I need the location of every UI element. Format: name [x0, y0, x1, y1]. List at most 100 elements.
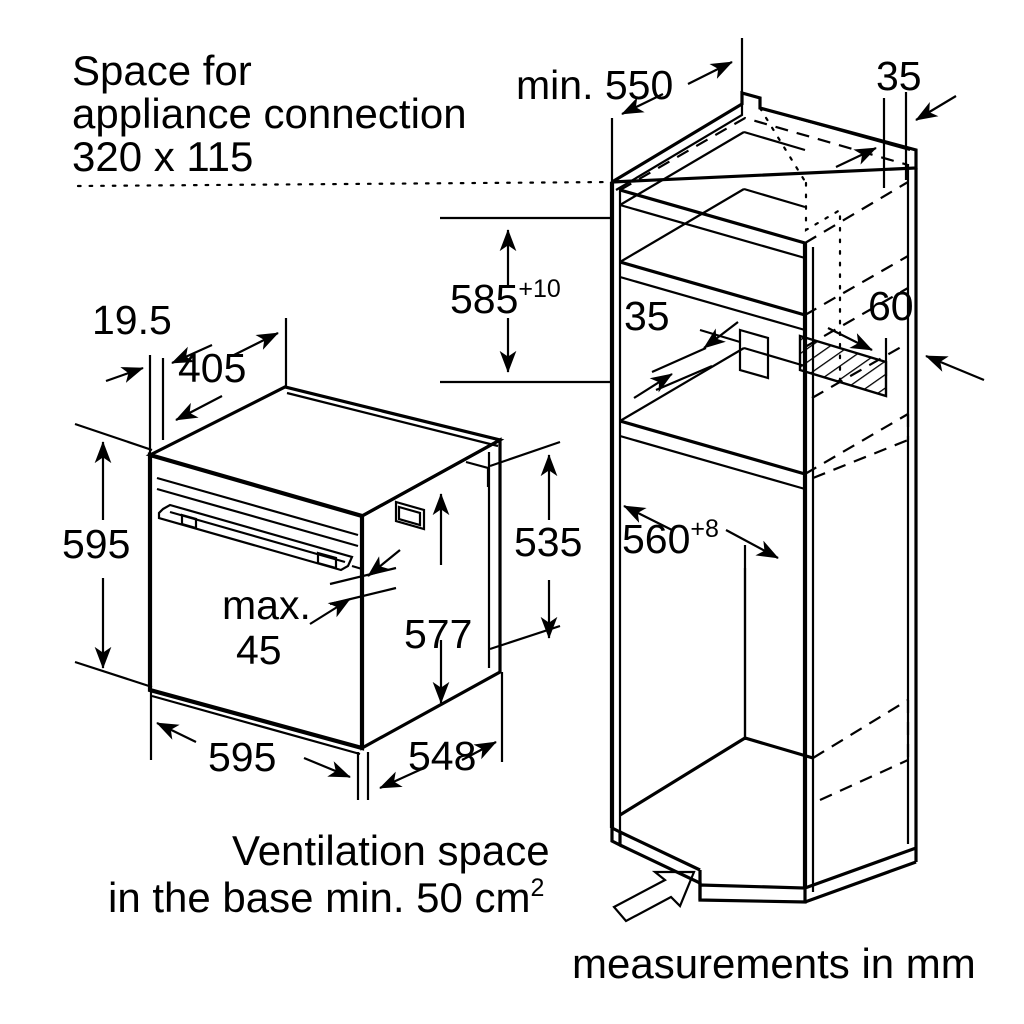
arrow-405-right [231, 332, 279, 357]
arrow-548-left [379, 766, 425, 790]
arrow-560-right [725, 529, 779, 559]
plinth-top-edge [619, 830, 701, 872]
shelf-second-left-back [619, 188, 745, 263]
shelf-top-front [619, 188, 806, 245]
oven-side-latch [394, 500, 426, 531]
label-560: 560+8 [622, 515, 719, 562]
label-577: 577 [404, 611, 472, 657]
ventilation-line-2: in the base min. 50 cm2 [108, 874, 544, 921]
service-cable-dotted-top [758, 106, 808, 185]
lower-floor-front [619, 736, 814, 817]
label-405: 405 [178, 345, 246, 391]
ext-595h-top [74, 422, 153, 452]
dim-405: 405 [175, 318, 288, 421]
label-585: 585+10 [450, 275, 561, 322]
dim-560: 560+8 [622, 505, 779, 740]
shelf-second-back-edge [743, 187, 806, 209]
oven-control-panel-line-2 [156, 487, 359, 548]
oven-door-handle-inner [169, 510, 346, 564]
plinth-front-face [698, 883, 807, 904]
arrow-max45-b [309, 598, 351, 625]
hidden-line-vent-upper [804, 287, 909, 348]
arrow-19-5-right [171, 343, 213, 365]
shelf-riser-block [738, 328, 770, 380]
arrow-595w-left [156, 722, 197, 743]
plinth-left-edge [610, 825, 622, 848]
arrow-60-left [827, 327, 873, 351]
lower-floor-rear-dashed [812, 699, 909, 759]
label-19-5: 19.5 [92, 297, 172, 343]
oven-door-handle [157, 503, 354, 572]
note-line-1: Space for [72, 47, 252, 94]
arrow-35shelf-a [703, 321, 739, 349]
dim-585: 585+10 [440, 216, 612, 384]
hidden-line-second-right [804, 255, 909, 316]
plinth-right-top [804, 846, 917, 890]
dim-577: 577 [404, 493, 472, 704]
label-max: max. [222, 582, 311, 628]
oven-side-latch-inner [397, 505, 422, 527]
shelf-top-front-lower [619, 203, 806, 260]
plinth-right-bottom [804, 860, 917, 904]
shelf-niche-bottom-front [619, 419, 806, 476]
label-35-shelf: 35 [624, 293, 670, 339]
ext-35shelf-a [651, 346, 707, 374]
shelf-second-front [619, 260, 806, 317]
ventilation-note: Ventilation space in the base min. 50 cm… [108, 827, 696, 923]
dim-35-shelf: 35 [624, 293, 739, 399]
dim-535: 535 [489, 440, 582, 651]
cabinet-niche-drawing [609, 90, 918, 904]
ventilation-arrow-icon [612, 870, 696, 923]
ext-535-top [489, 440, 561, 468]
arrow-550-right [687, 61, 733, 85]
dim-19-5: 19.5 [92, 297, 213, 455]
arrow-35shelf-b [633, 373, 673, 399]
arrow-550-left [621, 93, 664, 115]
label-35-top: 35 [876, 53, 922, 99]
arrow-35top-left [835, 147, 877, 168]
connection-leader-line [76, 180, 614, 188]
dim-min-550: min. 550 [516, 38, 744, 182]
dim-595-height: 595 [62, 422, 153, 689]
arrow-35top-right [915, 95, 957, 121]
hidden-line-niche-bottom-right [804, 413, 909, 475]
oven-handle-knob-right [316, 551, 338, 570]
shelf-top-back-edge [743, 130, 806, 152]
label-535: 535 [514, 519, 582, 565]
hidden-line-top-right [804, 181, 909, 244]
oven-right-face [360, 437, 502, 751]
arrow-max45-a [367, 549, 401, 577]
label-548: 548 [408, 733, 476, 779]
note-line-2: appliance connection [72, 90, 467, 137]
arrow-60-right [925, 354, 985, 382]
lower-floor-rear-dashed-2 [819, 758, 909, 802]
dim-60: 60 [827, 283, 985, 382]
shelf-second-front-lower [619, 275, 806, 332]
oven-control-panel-line-1 [156, 476, 359, 537]
ventilation-line-1: Ventilation space [232, 827, 550, 874]
ext-595h-bot [74, 660, 153, 689]
shelf-top-left-back [619, 131, 745, 206]
hidden-line-niche-rear [812, 438, 909, 480]
oven-door-gap-line [351, 564, 363, 571]
arrow-19-5-left [105, 366, 144, 383]
label-min-550: min. 550 [516, 62, 673, 108]
hidden-line-top-rear [619, 116, 909, 191]
arrow-595w-right [303, 756, 351, 779]
shelf-niche-bottom-left-back [619, 347, 745, 422]
label-595-height: 595 [62, 521, 130, 567]
cabinet-top-inner-front [615, 104, 744, 191]
label-595-width: 595 [208, 734, 276, 780]
appliance-connection-note: Space for appliance connection 320 x 115 [72, 47, 614, 188]
units-note: measurements in mm [572, 940, 976, 987]
oven-top-right-notch [465, 460, 490, 487]
arrow-548-right [461, 741, 497, 761]
shelf-niche-bottom-back-edge [743, 346, 806, 368]
shelf-niche-bottom-lower [619, 434, 806, 491]
oven-appliance-drawing [145, 385, 505, 756]
oven-handle-knob-left [180, 513, 198, 530]
oven-front-bottom-edge [151, 694, 361, 756]
dim-548: 548 [379, 672, 504, 790]
oven-top-back-ridge [286, 391, 499, 448]
label-45: 45 [236, 627, 282, 673]
